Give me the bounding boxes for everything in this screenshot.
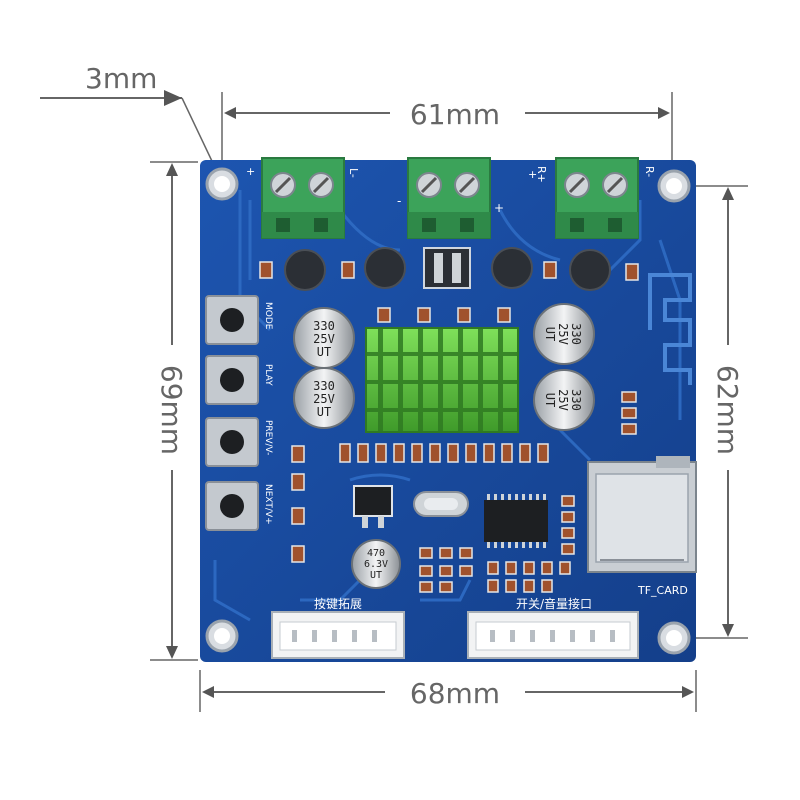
cap-1-voltage: 25V bbox=[313, 332, 335, 346]
button-mode[interactable] bbox=[205, 295, 259, 345]
dim-61mm-arrow-right bbox=[658, 107, 670, 119]
silk-plus-right: + bbox=[528, 168, 537, 181]
cap-2-value: 330 bbox=[313, 379, 335, 393]
dim-62mm-arrow-bottom bbox=[722, 624, 734, 637]
dim-69mm-arrow-top bbox=[166, 163, 178, 176]
dim-61mm-label: 61mm bbox=[410, 98, 500, 131]
dim-62mm-arrow-top bbox=[722, 187, 734, 200]
pcb-antenna-trace bbox=[648, 273, 692, 385]
cap-5-voltage: 6.3V bbox=[364, 559, 388, 570]
bluetooth-ic bbox=[484, 494, 548, 548]
inductor-2 bbox=[364, 247, 406, 289]
dim-68mm-arrow-right bbox=[682, 686, 694, 698]
button-play[interactable] bbox=[205, 355, 259, 405]
cap-4-voltage: 25V bbox=[556, 389, 570, 411]
silk-prev: PREV/V- bbox=[263, 420, 273, 455]
silk-plus-left: + bbox=[246, 165, 255, 178]
dim-62mm-label: 62mm bbox=[711, 365, 744, 455]
cap-3-brand: UT bbox=[543, 327, 557, 341]
cap-3-value: 330 bbox=[569, 323, 583, 345]
connector-key-expansion[interactable] bbox=[271, 611, 405, 659]
mounting-hole-top-right bbox=[657, 169, 691, 203]
dim-3mm-label: 3mm bbox=[85, 62, 157, 95]
capacitor-330uf-4: 330 25V UT bbox=[533, 369, 595, 431]
cap-3-voltage: 25V bbox=[556, 323, 570, 345]
cap-5-value: 470 bbox=[367, 548, 385, 559]
cap-4-value: 330 bbox=[569, 389, 583, 411]
silk-key-expansion: 按键拓展 bbox=[314, 597, 362, 611]
cap-2-voltage: 25V bbox=[313, 392, 335, 406]
silk-plus-center: + bbox=[494, 201, 504, 215]
cap-4-brand: UT bbox=[543, 393, 557, 407]
button-next[interactable] bbox=[205, 481, 259, 531]
dim-68mm-label: 68mm bbox=[410, 677, 500, 710]
capacitor-330uf-2: 330 25V UT bbox=[293, 367, 355, 429]
voltage-regulator bbox=[353, 485, 393, 528]
mounting-hole-top-left bbox=[205, 167, 239, 201]
inductor-1 bbox=[284, 249, 326, 291]
dim-69mm-label: 69mm bbox=[155, 365, 188, 455]
center-jumper bbox=[423, 247, 471, 289]
silk-mode: MODE bbox=[263, 302, 273, 330]
inductor-3 bbox=[491, 247, 533, 289]
silk-switch-volume: 开关/音量接口 bbox=[516, 596, 592, 611]
silk-minus-center: - bbox=[397, 194, 401, 208]
crystal-oscillator bbox=[413, 491, 469, 517]
inductor-4 bbox=[569, 249, 611, 291]
smd-right-cluster bbox=[621, 391, 637, 435]
silk-right-plus: R+ bbox=[535, 166, 548, 183]
mounting-hole-bottom-left bbox=[205, 619, 239, 653]
smd-lower-clusters bbox=[419, 495, 575, 593]
dimension-annotations: 3mm 61mm 69mm 62mm 68mm bbox=[40, 62, 748, 712]
cap-5-brand: UT bbox=[370, 570, 382, 581]
silk-tf-card: TF_CARD bbox=[637, 584, 688, 597]
terminal-block-center bbox=[407, 157, 491, 239]
inductors bbox=[284, 247, 611, 291]
cap-2-brand: UT bbox=[317, 405, 331, 419]
pcb-board: + L- - + + R+ R- 330 bbox=[200, 157, 697, 662]
dim-61mm-arrow-left bbox=[224, 107, 236, 119]
dim-69mm-arrow-bottom bbox=[166, 646, 178, 659]
tf-card-slot[interactable] bbox=[587, 456, 697, 573]
smd-parts-top bbox=[259, 261, 639, 281]
mounting-hole-bottom-right bbox=[657, 621, 691, 655]
button-prev[interactable] bbox=[205, 417, 259, 467]
dim-68mm-arrow-left bbox=[202, 686, 214, 698]
cap-1-brand: UT bbox=[317, 345, 331, 359]
cap-1-value: 330 bbox=[313, 319, 335, 333]
terminal-block-right bbox=[555, 157, 639, 239]
silk-play: PLAY bbox=[263, 364, 273, 386]
connector-switch-volume[interactable] bbox=[467, 611, 639, 659]
capacitor-470uf: 470 6.3V UT bbox=[351, 539, 401, 589]
silk-right-minus: R- bbox=[643, 166, 656, 177]
smd-button-column bbox=[291, 445, 305, 563]
smd-row-below-heatsink bbox=[339, 443, 549, 463]
capacitor-330uf-1: 330 25V UT bbox=[293, 307, 355, 369]
terminal-block-left bbox=[261, 157, 345, 239]
heatsink bbox=[365, 327, 519, 433]
silk-left-minus: L- bbox=[347, 168, 360, 178]
silk-next: NEXT/V+ bbox=[263, 484, 273, 525]
capacitor-330uf-3: 330 25V UT bbox=[533, 303, 595, 365]
smd-row-above-heatsink bbox=[377, 307, 511, 323]
